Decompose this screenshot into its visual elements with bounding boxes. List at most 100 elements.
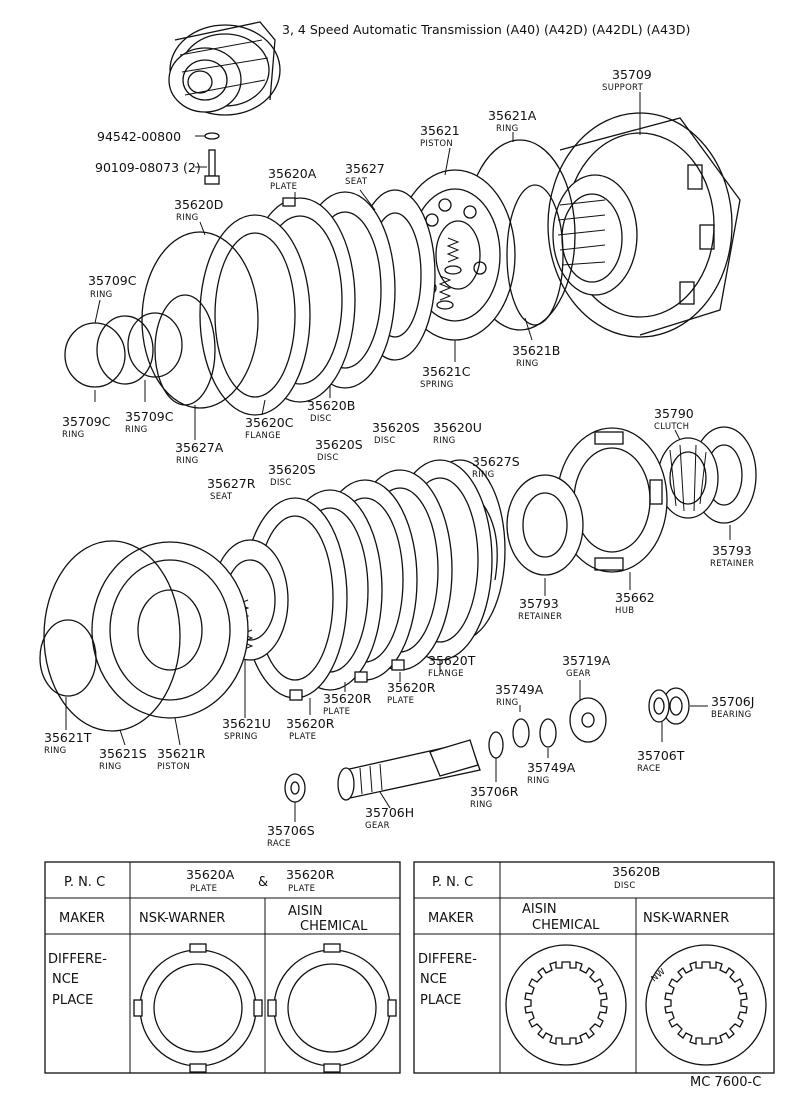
diagram-title: 3, 4 Speed Automatic Transmission (A40) … bbox=[282, 22, 690, 37]
callout-number: 35709C bbox=[88, 273, 137, 288]
callout-number: 35621S bbox=[99, 746, 147, 761]
callout-name: SUPPORT bbox=[602, 83, 644, 93]
gear-shaft-35706H bbox=[337, 739, 481, 801]
maker-name: NSK-WARNER bbox=[643, 911, 729, 926]
callout-number: 35709 bbox=[612, 67, 652, 82]
disc-diagram-aisin bbox=[505, 944, 627, 1066]
callout-number: 35620U bbox=[433, 420, 482, 435]
ring-35706R bbox=[488, 731, 504, 759]
pnc-label: P. N. C bbox=[64, 875, 105, 890]
callout-number: 35621 bbox=[420, 123, 460, 138]
callout-number: 35790 bbox=[654, 406, 694, 421]
callout-number: 35706R bbox=[470, 784, 519, 799]
callout-name: RETAINER bbox=[518, 612, 562, 622]
callout-number: 35627 bbox=[345, 161, 385, 176]
ring-35621S bbox=[43, 540, 181, 732]
callout-number: 35620S bbox=[268, 462, 316, 477]
difference-label: NCE bbox=[52, 972, 79, 987]
callout-number: 35709C bbox=[62, 414, 111, 429]
callout-number: 35620A bbox=[268, 166, 317, 181]
callout-number: 35709C bbox=[125, 409, 174, 424]
retainer-35793-left bbox=[506, 474, 584, 576]
plate-diagram-aisin bbox=[267, 943, 397, 1073]
callout-name: RING bbox=[472, 470, 495, 480]
difference-label: NCE bbox=[420, 972, 447, 987]
callout-number: 35620R bbox=[323, 691, 372, 706]
callout-number: 35706S bbox=[267, 823, 315, 838]
callout-name: FLANGE bbox=[245, 431, 281, 441]
springs-35621C bbox=[436, 237, 462, 310]
support-35709 bbox=[547, 112, 741, 338]
callout-name: PISTON bbox=[420, 139, 453, 149]
part-illustrations bbox=[39, 21, 757, 822]
disc-marking: NW bbox=[650, 967, 668, 985]
disc-diagram-nsk: NW bbox=[645, 944, 767, 1066]
maker-name: AISIN bbox=[288, 904, 323, 919]
callout-name: SPRING bbox=[224, 732, 258, 742]
callout-number: 35620S bbox=[372, 420, 420, 435]
callout-name: DISC bbox=[310, 414, 332, 424]
maker-label: MAKER bbox=[428, 911, 474, 926]
callout-number: 35621A bbox=[488, 108, 537, 123]
callout-name: RING bbox=[527, 776, 550, 786]
maker-name: CHEMICAL bbox=[300, 919, 368, 934]
callout-name: DISC bbox=[317, 453, 339, 463]
callout-number: 35706H bbox=[365, 805, 414, 820]
callout-number: 35620T bbox=[428, 653, 476, 668]
callout-name: RACE bbox=[637, 764, 661, 774]
maker-name: AISIN bbox=[522, 902, 557, 917]
callout-number: 35719A bbox=[562, 653, 611, 668]
callout-name: RING bbox=[496, 698, 519, 708]
callout-number: 35627R bbox=[207, 476, 256, 491]
difference-label: DIFFERE- bbox=[48, 952, 107, 967]
callout-number: 35621R bbox=[157, 746, 206, 761]
part-name: PLATE bbox=[288, 884, 315, 894]
maker-label: MAKER bbox=[59, 911, 105, 926]
callout-number: 90109-08073 (2) bbox=[95, 160, 201, 175]
callout-name: RING bbox=[125, 425, 148, 435]
callout-name: FLANGE bbox=[428, 669, 464, 679]
callout-number: 35620D bbox=[174, 197, 223, 212]
callout-number: 35793 bbox=[519, 596, 559, 611]
callout-number: 35621U bbox=[222, 716, 271, 731]
callout-name: RING bbox=[470, 800, 493, 810]
gear-35719A bbox=[569, 697, 607, 743]
race-35706S bbox=[284, 773, 306, 803]
maker-name: CHEMICAL bbox=[532, 918, 600, 933]
callout-name: GEAR bbox=[365, 821, 390, 831]
ring-35621B bbox=[506, 184, 564, 326]
callout-number: 35620B bbox=[307, 398, 355, 413]
rings-35709C bbox=[64, 312, 183, 388]
callout-name: RING bbox=[516, 359, 539, 369]
leader-lines bbox=[65, 92, 731, 822]
callout-name: DISC bbox=[270, 478, 292, 488]
callout-number: 35706T bbox=[637, 748, 685, 763]
callout-name: RETAINER bbox=[710, 559, 754, 569]
callout-number: 35620R bbox=[387, 680, 436, 695]
callout-number: 35620S bbox=[315, 437, 363, 452]
part-name: DISC bbox=[614, 881, 636, 891]
callout-name: PISTON bbox=[157, 762, 190, 772]
callout-name: SEAT bbox=[210, 492, 233, 502]
part-number: 35620A bbox=[186, 867, 235, 882]
callout-name: RING bbox=[433, 436, 456, 446]
ring-35627A bbox=[154, 294, 216, 406]
callout-number: 35749A bbox=[495, 682, 544, 697]
callout-number: 35620R bbox=[286, 716, 335, 731]
callout-name: SEAT bbox=[345, 177, 368, 187]
part-number: 35620R bbox=[286, 867, 335, 882]
callout-number: 35749A bbox=[527, 760, 576, 775]
callout-name: PLATE bbox=[387, 696, 414, 706]
part-name: PLATE bbox=[190, 884, 217, 894]
callout-number: 35621T bbox=[44, 730, 92, 745]
difference-label: DIFFERE- bbox=[418, 952, 477, 967]
callout-number: 35627A bbox=[175, 440, 224, 455]
callout-name: RING bbox=[176, 456, 199, 466]
part-number: 35620B bbox=[612, 864, 660, 879]
callout-name: RING bbox=[176, 213, 199, 223]
callout-name: RING bbox=[99, 762, 122, 772]
race-35706T bbox=[648, 689, 670, 723]
bolt-90109 bbox=[195, 149, 220, 185]
assembly-thumbnail bbox=[168, 21, 281, 116]
maker-name: NSK-WARNER bbox=[139, 911, 225, 926]
